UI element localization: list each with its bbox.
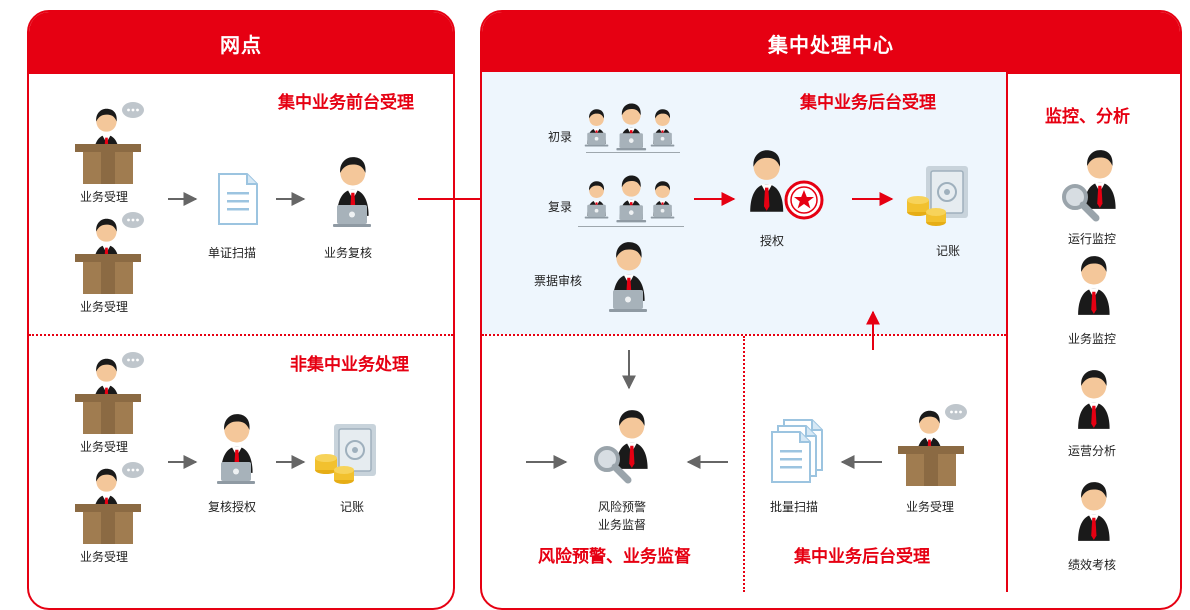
monitor-divider <box>1006 72 1008 592</box>
ops-analysis-label: 运营分析 <box>1068 444 1117 458</box>
bookkeeping-label-center: 记账 <box>936 244 961 258</box>
branch-divider <box>29 334 453 336</box>
monitor-section-title: 监控、分析 <box>1045 107 1130 127</box>
risk-label-2: 业务监督 <box>598 518 647 532</box>
bill-review-label: 票据审核 <box>534 274 583 288</box>
batch-scan-label: 批量扫描 <box>770 500 819 514</box>
desk-line <box>578 226 684 227</box>
clerk-label-2: 业务受理 <box>80 300 129 314</box>
ops-monitor-icon <box>1060 150 1116 228</box>
batch-docs-icon <box>771 419 823 483</box>
flow-arrow-icon <box>852 192 894 206</box>
entry-clerks-icon <box>584 103 675 151</box>
arrow-left-icon <box>686 455 728 469</box>
desk-line <box>586 152 680 153</box>
center-header: 集中处理中心 <box>482 12 1180 74</box>
arrow-icon <box>526 455 568 469</box>
safe-coins-icon <box>906 166 969 227</box>
biz-monitor-label: 业务监控 <box>1068 332 1117 346</box>
safe-coins-icon <box>314 424 377 485</box>
backoffice-section-title: 集中业务后台受理 <box>800 93 936 113</box>
arrow-icon <box>168 192 198 206</box>
clerk-label-center: 业务受理 <box>906 500 955 514</box>
bottom-backoffice-title: 集中业务后台受理 <box>794 547 930 567</box>
branch-header: 网点 <box>29 12 453 74</box>
clerk-label-4: 业务受理 <box>80 550 129 564</box>
reviewer-icon <box>333 157 371 227</box>
bill-reviewer-icon <box>609 242 647 312</box>
clerk-icon <box>75 102 144 184</box>
risk-section-title: 风险预警、业务监督 <box>538 547 691 567</box>
clerk-label-1: 业务受理 <box>80 190 129 204</box>
biz-monitor-icon <box>1078 256 1110 315</box>
bookkeeping-label-left: 记账 <box>340 500 365 514</box>
arrow-left-icon <box>840 455 882 469</box>
arrow-icon <box>276 192 306 206</box>
ops-monitor-label: 运行监控 <box>1068 232 1117 246</box>
flow-arrow-icon <box>694 192 736 206</box>
risk-monitor-icon <box>592 410 648 488</box>
arrow-icon <box>168 455 198 469</box>
risk-label-1: 风险预警 <box>598 500 647 514</box>
center-divider <box>482 334 1006 336</box>
first-entry-label: 初录 <box>548 130 573 144</box>
clerk-icon <box>75 462 144 544</box>
frontdesk-section-title: 集中业务前台受理 <box>278 93 414 113</box>
clerk-icon <box>898 404 967 486</box>
perf-eval-label: 绩效考核 <box>1068 558 1117 572</box>
center-vdivider <box>743 336 745 592</box>
clerk-label-3: 业务受理 <box>80 440 129 454</box>
second-entry-label: 复录 <box>548 200 573 214</box>
authorizer-icon <box>217 414 255 484</box>
clerk-icon <box>75 212 144 294</box>
authorize-label: 授权 <box>760 234 785 248</box>
noncentral-section-title: 非集中业务处理 <box>290 355 409 375</box>
arrow-icon <box>276 455 306 469</box>
flow-arrow-down-icon <box>622 350 636 390</box>
recheck-label: 业务复核 <box>324 246 373 260</box>
document-icon <box>218 173 258 225</box>
flow-arrow-up-icon <box>866 310 880 350</box>
recheck-auth-label: 复核授权 <box>208 500 257 514</box>
authorizer-stamp-icon <box>750 150 824 220</box>
clerk-icon <box>75 352 144 434</box>
ops-analysis-icon <box>1078 370 1110 429</box>
scan-label: 单证扫描 <box>208 246 257 260</box>
entry-clerks-icon <box>584 175 675 223</box>
perf-eval-icon <box>1078 482 1110 541</box>
